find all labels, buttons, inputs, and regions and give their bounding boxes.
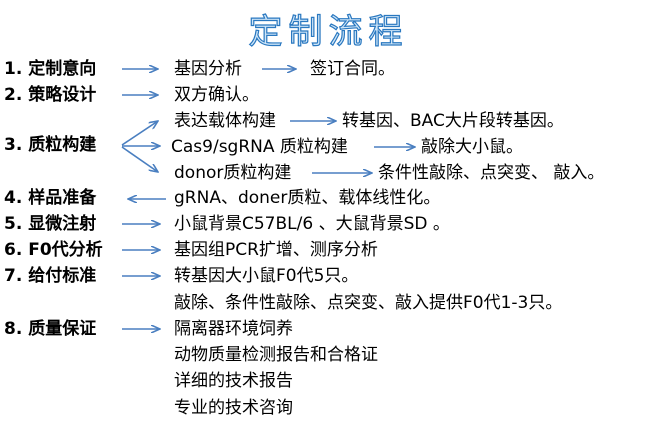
step-8-item-3: 详细的技术报告: [174, 371, 293, 391]
step-1-item-2: 签订合同。: [310, 59, 395, 79]
step-2-label: 2. 策略设计: [4, 85, 97, 105]
step-1-item-1: 基因分析: [174, 59, 242, 79]
step-3-item-3: Cas9/sgRNA 质粒构建: [171, 137, 348, 157]
step-8-item-4: 专业的技术咨询: [174, 398, 293, 418]
step-3-item-4: 敲除大小鼠。: [421, 137, 523, 157]
step-7-item-1: 转基因大小鼠F0代5只。: [174, 266, 359, 286]
step-8-item-2: 动物质量检测报告和合格证: [174, 345, 378, 365]
page-title: 定制流程: [248, 11, 409, 52]
step-6-item-1: 基因组PCR扩增、测序分析: [174, 240, 378, 260]
step-2-item-1: 双方确认。: [174, 85, 259, 105]
step-5-label: 5. 显微注射: [4, 214, 97, 234]
step-3-label: 3. 质粒构建: [4, 135, 97, 155]
arrow-right-icon: [121, 146, 158, 172]
step-1-label: 1. 定制意向: [4, 59, 97, 79]
step-5-item-1: 小鼠背景C57BL/6 、大鼠背景SD 。: [174, 214, 450, 234]
step-6-label: 6. F0代分析: [4, 240, 103, 260]
step-7-label: 7. 给付标准: [4, 266, 97, 286]
step-3-item-2: 转基因、BAC大片段转基因。: [342, 111, 564, 131]
step-3-item-6: 条件性敲除、点突变、 敲入。: [378, 163, 605, 183]
step-3-item-5: donor质粒构建: [174, 163, 292, 183]
step-8-label: 8. 质量保证: [4, 319, 97, 339]
arrow-right-icon: [121, 121, 158, 146]
step-7-item-2: 敲除、条件性敲除、点突变、敲入提供F0代1-3只。: [174, 293, 563, 313]
step-3-item-1: 表达载体构建: [174, 111, 276, 131]
step-4-label: 4. 样品准备: [4, 188, 97, 208]
step-8-item-1: 隔离器环境饲养: [174, 319, 293, 339]
step-4-item-1: gRNA、doner质粒、载体线性化。: [174, 188, 441, 208]
